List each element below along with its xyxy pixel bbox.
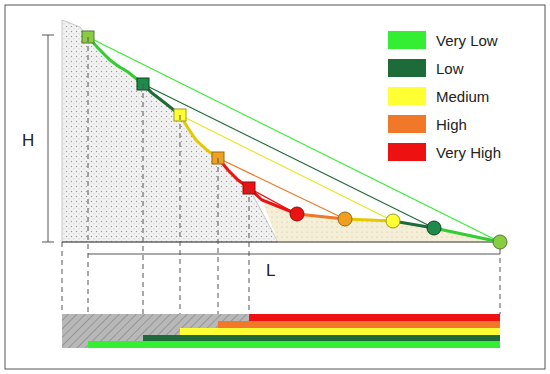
legend-row: Very Low — [388, 26, 501, 54]
stop-marker — [427, 221, 441, 235]
runout-path — [88, 37, 143, 84]
stop-marker — [290, 207, 304, 221]
dimension-label: L — [266, 262, 275, 279]
dimension-line — [48, 35, 49, 242]
zone-bar — [218, 321, 500, 328]
reach-line — [180, 115, 393, 221]
frame — [5, 5, 545, 369]
legend-swatch — [388, 59, 426, 77]
base-line — [62, 241, 505, 242]
legend-swatch — [388, 31, 426, 49]
legend-row: Medium — [388, 82, 501, 110]
stop-marker — [338, 212, 352, 226]
legend-swatch — [388, 115, 426, 133]
stop-marker — [386, 214, 400, 228]
reach-line — [249, 188, 297, 214]
legend: Very LowLowMediumHighVery High — [384, 22, 509, 170]
legend-row: Very High — [388, 138, 501, 166]
dimension-tick — [42, 242, 54, 243]
legend-swatch — [388, 87, 426, 105]
legend-text: Medium — [436, 88, 489, 105]
zone-bar — [88, 341, 500, 348]
zone-bar — [143, 335, 500, 341]
stop-marker — [493, 235, 507, 249]
legend-text: High — [436, 116, 467, 133]
slope — [62, 20, 278, 242]
legend-row: High — [388, 110, 501, 138]
dimension-line — [88, 254, 500, 255]
legend-text: Very High — [436, 144, 501, 161]
reach-line — [218, 158, 345, 219]
dimension-label: H — [22, 132, 34, 149]
zone-bar — [180, 328, 500, 335]
legend-text: Low — [436, 60, 464, 77]
legend-swatch — [388, 143, 426, 161]
deposit — [262, 200, 500, 242]
runout-path — [249, 188, 297, 214]
legend-text: Very Low — [436, 32, 498, 49]
legend-row: Low — [388, 54, 501, 82]
runout-path — [434, 228, 500, 242]
zone-bar — [249, 314, 500, 321]
dimension-tick — [42, 35, 54, 36]
